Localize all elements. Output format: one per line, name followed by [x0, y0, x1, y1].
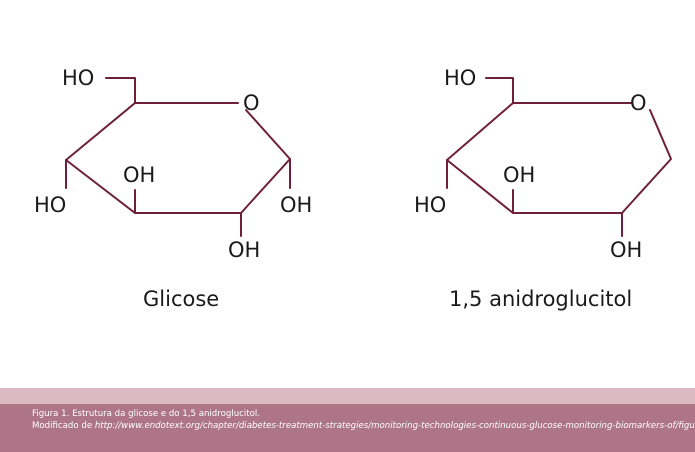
- glucose-c3-oh-label: OH: [123, 163, 155, 187]
- anhydroglucitol-ch2oh-bond: [485, 77, 514, 104]
- anhydroglucitol-ring-oxygen: O: [630, 91, 647, 115]
- anhydroglucitol-ring: [446, 102, 672, 214]
- glucose-ring-oxygen: O: [243, 91, 260, 115]
- anhydroglucitol-ch2oh-label: HO: [444, 66, 476, 90]
- caption-band-accent: [0, 388, 695, 404]
- glucose-structure: O HO HO OH OH OH Glicose: [34, 66, 312, 311]
- anhydroglucitol-structure: O HO HO OH OH 1,5 anidroglucitol: [414, 66, 672, 311]
- caption-line-1: Figura 1. Estrutura da glicose e do 1,5 …: [32, 409, 261, 419]
- anhydroglucitol-c3-oh-label: OH: [503, 163, 535, 187]
- glucose-name: Glicose: [143, 287, 219, 311]
- caption-source-url: http://www.endotext.org/chapter/diabetes…: [94, 421, 695, 431]
- glucose-c2-oh-label: OH: [228, 238, 260, 262]
- caption-source-prefix: Modificado de: [32, 421, 95, 431]
- anhydroglucitol-c4-oh-label: HO: [414, 193, 446, 217]
- glucose-ch2oh-bond: [105, 77, 136, 104]
- glucose-ring: [65, 102, 291, 214]
- glucose-ch2oh-label: HO: [62, 66, 94, 90]
- anhydroglucitol-c2-oh-label: OH: [610, 238, 642, 262]
- structures-figure: O HO HO OH OH OH Glicose O HO HO OH OH 1…: [34, 66, 672, 311]
- anhydroglucitol-name: 1,5 anidroglucitol: [449, 287, 632, 311]
- glucose-c4-oh-label: HO: [34, 193, 66, 217]
- caption-band: Figura 1. Estrutura da glicose e do 1,5 …: [0, 404, 695, 452]
- caption-line-2: Modificado de http://www.endotext.org/ch…: [32, 420, 695, 432]
- glucose-c1-oh-label: OH: [280, 193, 312, 217]
